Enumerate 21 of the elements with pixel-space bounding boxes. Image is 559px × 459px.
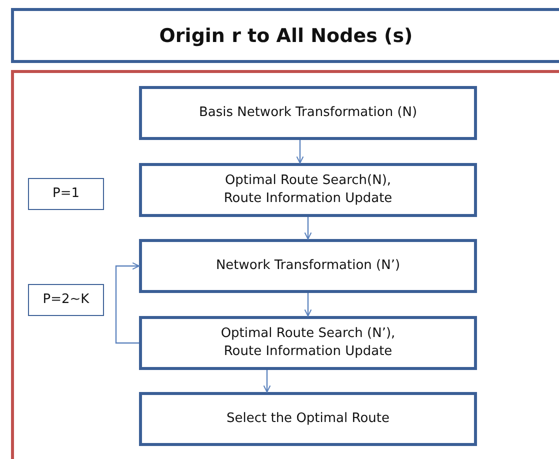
box-text: Basis Network Transformation (N) [198,104,418,122]
box-text: Optimal Route Search(N), Route Information Update [222,172,394,208]
box-text: Optimal Route Search (N’), Route Information Update [220,325,396,361]
diagram-title: Origin r to All Nodes (s) [159,24,413,46]
box-text: Select the Optimal Route [226,410,390,428]
process-box [139,163,477,217]
arrow [115,262,140,344]
arrow [304,293,312,317]
process-box [139,239,477,293]
box-text: P=2~K [42,291,90,309]
box-text: Network Transformation (N’) [216,257,400,275]
arrow [304,217,312,240]
arrow [296,140,304,164]
label-box [28,178,104,210]
process-box [139,86,477,140]
arrow [263,370,271,393]
box-text: P=1 [52,185,80,203]
frame [11,70,559,459]
process-box [139,392,477,446]
process-box [139,316,477,370]
label-box [28,284,104,316]
